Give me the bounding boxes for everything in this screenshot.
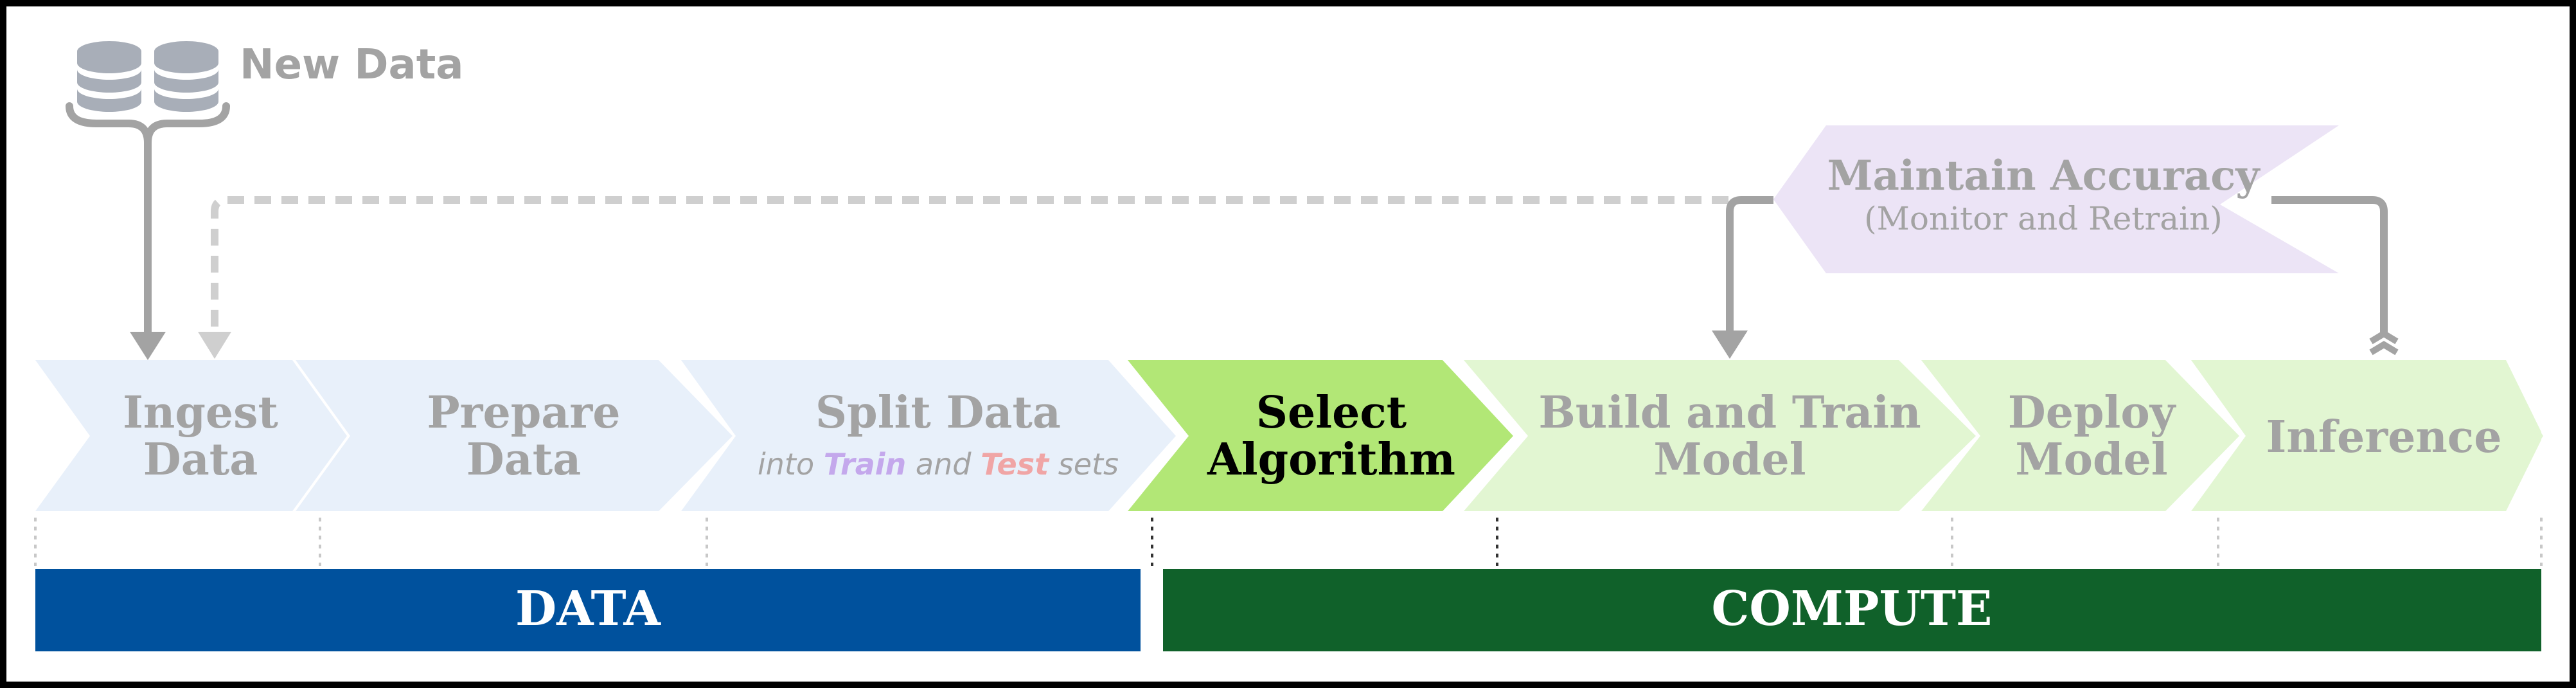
retrain-dashed-arrow (211, 196, 1728, 334)
split-sub-prefix: into (758, 447, 824, 482)
maintain-accuracy-banner-left-tip (1773, 125, 1826, 273)
data-phase-label: DATA (515, 581, 662, 637)
step-ingest-line2: Data (143, 434, 258, 485)
compute-phase-label: COMPUTE (1712, 581, 1993, 637)
new-data-arrowhead (130, 332, 166, 360)
retrain-build-arrowhead (1712, 330, 1748, 359)
data-phase-bar (35, 569, 1141, 651)
step-build-line2: Model (1653, 434, 1806, 485)
database-icon-left (77, 41, 141, 112)
step-select-line1: Select (1256, 387, 1407, 439)
step-inference-tip (2506, 360, 2543, 511)
step-ingest-line1: Ingest (123, 387, 278, 439)
split-sub-mid: and (906, 447, 981, 482)
split-sub-suffix: sets (1049, 447, 1119, 482)
new-data-label: New Data (240, 41, 463, 89)
database-icon-right (154, 41, 218, 112)
step-select-line2: Algorithm (1207, 434, 1455, 485)
step-inference-point (2493, 360, 2543, 511)
step-split-line1: Split Data (815, 387, 1061, 439)
step-prepare-data (296, 360, 733, 511)
retrain-build-arrow (1726, 196, 1773, 333)
split-sub-test: Test (981, 447, 1050, 482)
step-prepare-line1: Prepare (427, 387, 621, 439)
step-build-train-model (1464, 360, 1976, 511)
step-prepare-line2: Data (466, 434, 582, 485)
step-deploy-model (1921, 360, 2239, 511)
step-inference-label: Inference (2266, 412, 2502, 463)
retrain-dashed-arrowhead (198, 332, 231, 359)
step-select-algorithm (1128, 360, 1513, 511)
inference-monitor-chevron-1 (2369, 330, 2399, 345)
maintain-accuracy-banner-left-notch (1773, 125, 1826, 273)
maintain-accuracy-subtitle: (Monitor and Retrain) (1864, 200, 2223, 237)
maintain-accuracy-banner (1773, 125, 2339, 273)
step-deploy-line1: Deploy (2008, 387, 2177, 439)
maintain-accuracy-title: Maintain Accuracy (1827, 152, 2261, 200)
step-split-data (681, 360, 1176, 511)
inference-monitor-line (2271, 196, 2388, 334)
compute-phase-bar (1163, 569, 2541, 651)
step-ingest-data (35, 360, 347, 511)
split-sub-train: Train (824, 447, 907, 482)
step-split-subtitle: into Train and Test sets (758, 447, 1119, 482)
step-build-line1: Build and Train (1538, 387, 1921, 439)
inference-monitor-chevron-2 (2369, 341, 2399, 356)
step-deploy-line2: Model (2015, 434, 2167, 485)
step-inference (2191, 360, 2541, 511)
